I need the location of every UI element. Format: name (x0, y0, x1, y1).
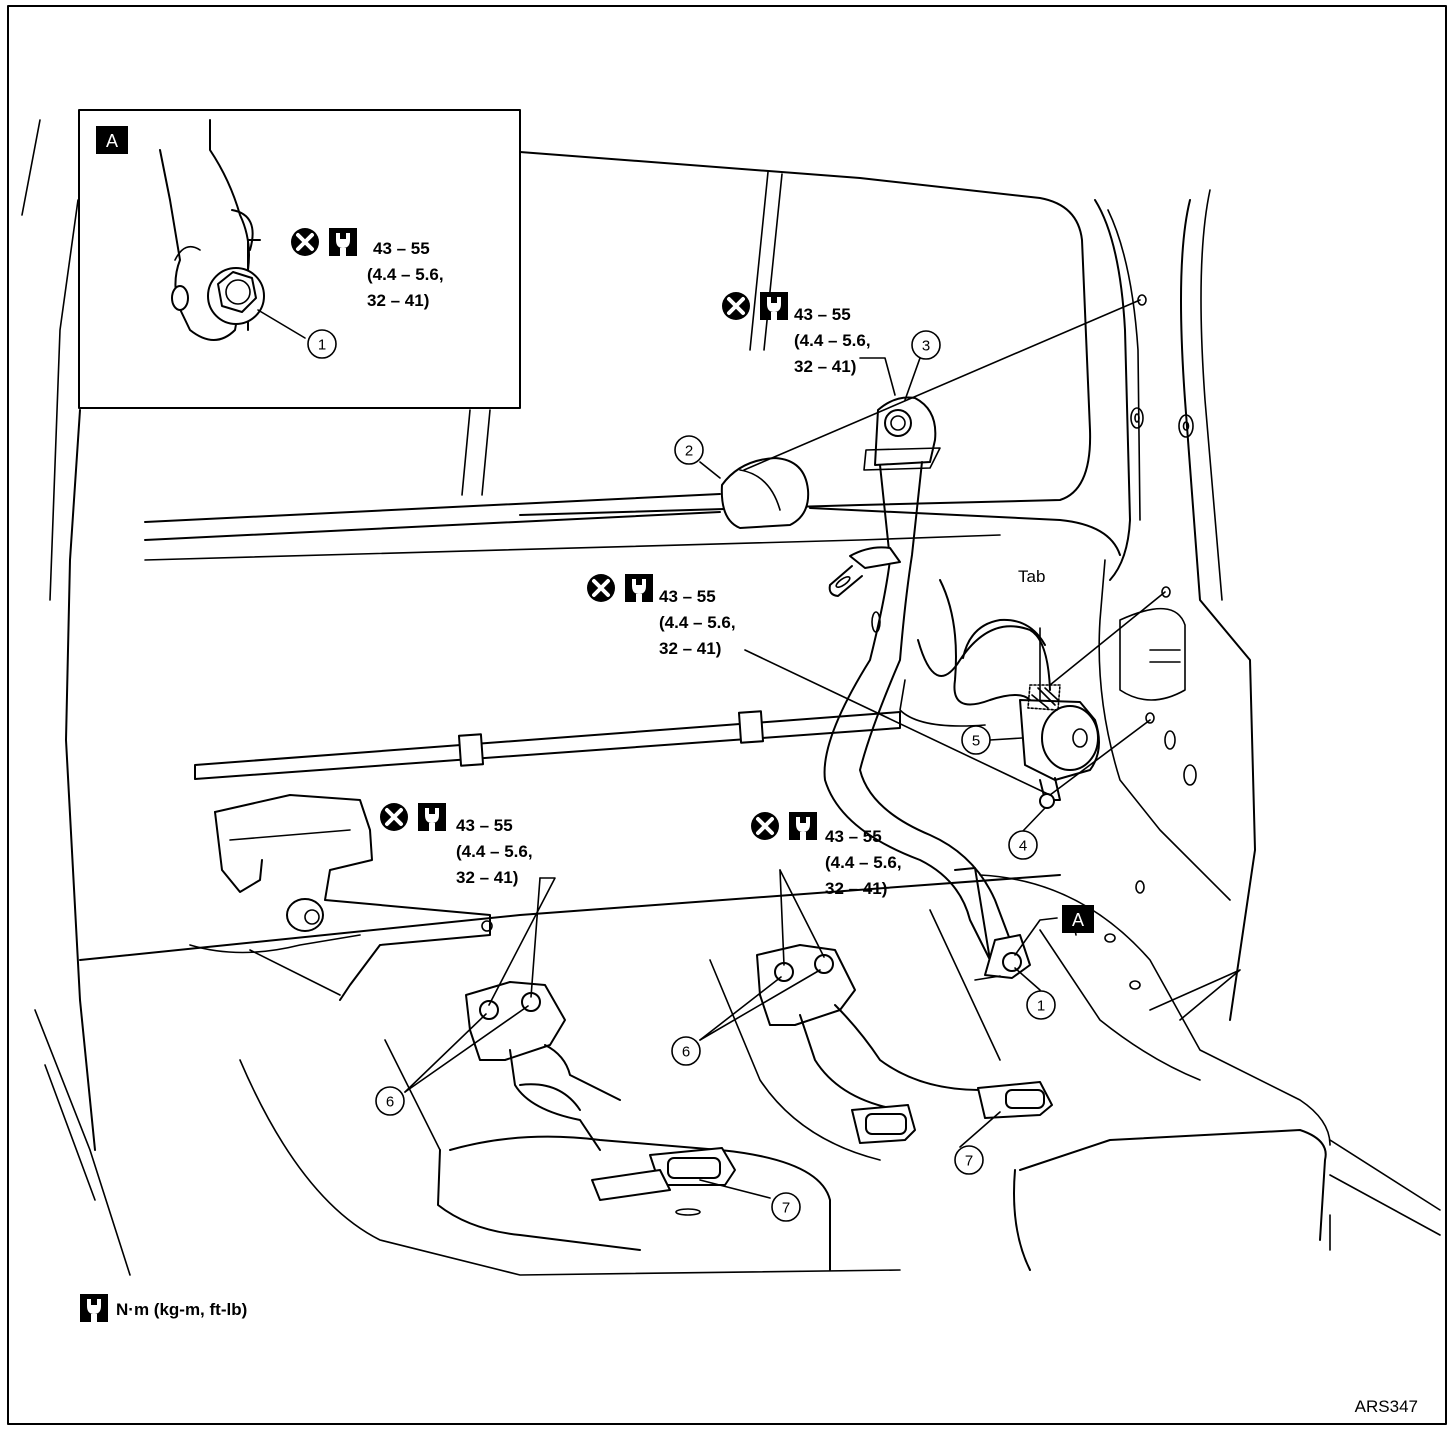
torque-value-ftlb: 32 – 41) (794, 357, 856, 376)
torque-value-ftlb: 32 – 41) (659, 639, 721, 658)
svg-text:3: 3 (922, 338, 930, 355)
torque-spec-inset: 43 – 55 (4.4 – 5.6, 32 – 41) (291, 228, 444, 310)
torque-value-nm: 43 – 55 (373, 239, 430, 258)
svg-text:6: 6 (682, 1044, 690, 1061)
figure-border (7, 5, 1447, 1425)
torque-units-legend: N·m (kg-m, ft-lb) (80, 1294, 247, 1322)
callout-2: 2 (674, 435, 704, 465)
torque-value-kgm: (4.4 – 5.6, (825, 853, 902, 872)
torque-units-text: N·m (kg-m, ft-lb) (116, 1300, 247, 1319)
svg-text:5: 5 (972, 733, 980, 750)
svg-text:1: 1 (1037, 998, 1045, 1015)
do-not-reuse-icon (751, 812, 779, 840)
torque-wrench-icon (789, 812, 817, 840)
svg-text:A: A (1072, 910, 1084, 930)
do-not-reuse-icon (587, 574, 615, 602)
do-not-reuse-icon (722, 292, 750, 320)
svg-text:7: 7 (782, 1200, 790, 1217)
do-not-reuse-icon (380, 803, 408, 831)
callout-1-inset: 1 (307, 329, 337, 359)
callout-7-right: 7 (954, 1145, 984, 1175)
inset-a-badge (96, 126, 128, 154)
torque-value-nm: 43 – 55 (659, 587, 716, 606)
torque-spec-lower-anchor: 43 – 55 (4.4 – 5.6, 32 – 41) (587, 574, 736, 658)
callout-6-left: 6 (375, 1086, 405, 1116)
torque-wrench-icon (418, 803, 446, 831)
detail-inset-a: A (78, 109, 521, 409)
callout-6-right: 6 (671, 1036, 701, 1066)
inset-a-label: A (106, 131, 118, 151)
torque-value-kgm: (4.4 – 5.6, (794, 331, 871, 350)
torque-wrench-icon (329, 228, 357, 256)
svg-text:1: 1 (318, 337, 326, 354)
belt-guide-cover (720, 457, 810, 529)
torque-value-kgm: (4.4 – 5.6, (367, 265, 444, 284)
torque-wrench-icon (760, 292, 788, 320)
callout-3: 3 (911, 330, 941, 360)
torque-spec-upper-anchor: 43 – 55 (4.4 – 5.6, 32 – 41) (722, 292, 871, 376)
seat-belt-assembly (404, 294, 1171, 1216)
torque-value-nm: 43 – 55 (825, 827, 882, 846)
torque-spec-right-buckle: 43 – 55 (4.4 – 5.6, 32 – 41) (751, 812, 902, 898)
torque-value-ftlb: 32 – 41) (825, 879, 887, 898)
callout-1: 1 (1026, 990, 1056, 1020)
svg-text:7: 7 (965, 1153, 973, 1170)
torque-value-kgm: (4.4 – 5.6, (456, 842, 533, 861)
torque-value-nm: 43 – 55 (794, 305, 851, 324)
torque-wrench-icon (80, 1294, 108, 1322)
torque-value-ftlb: 32 – 41) (456, 868, 518, 887)
callout-5: 5 (961, 725, 991, 755)
torque-value-ftlb: 32 – 41) (367, 291, 429, 310)
do-not-reuse-icon (291, 228, 319, 256)
torque-spec-left-buckle: 43 – 55 (4.4 – 5.6, 32 – 41) (380, 803, 533, 887)
torque-value-nm: 43 – 55 (456, 816, 513, 835)
figure-id: ARS347 (1355, 1397, 1418, 1416)
svg-text:2: 2 (685, 443, 693, 460)
detail-a-marker: A (1062, 905, 1094, 933)
svg-text:6: 6 (386, 1094, 394, 1111)
torque-wrench-icon (625, 574, 653, 602)
callout-7-left: 7 (771, 1192, 801, 1222)
callout-4: 4 (1008, 830, 1038, 860)
torque-value-kgm: (4.4 – 5.6, (659, 613, 736, 632)
svg-text:4: 4 (1019, 838, 1027, 855)
tab-label: Tab (1018, 567, 1045, 586)
vehicle-line-art (21, 119, 1441, 1276)
